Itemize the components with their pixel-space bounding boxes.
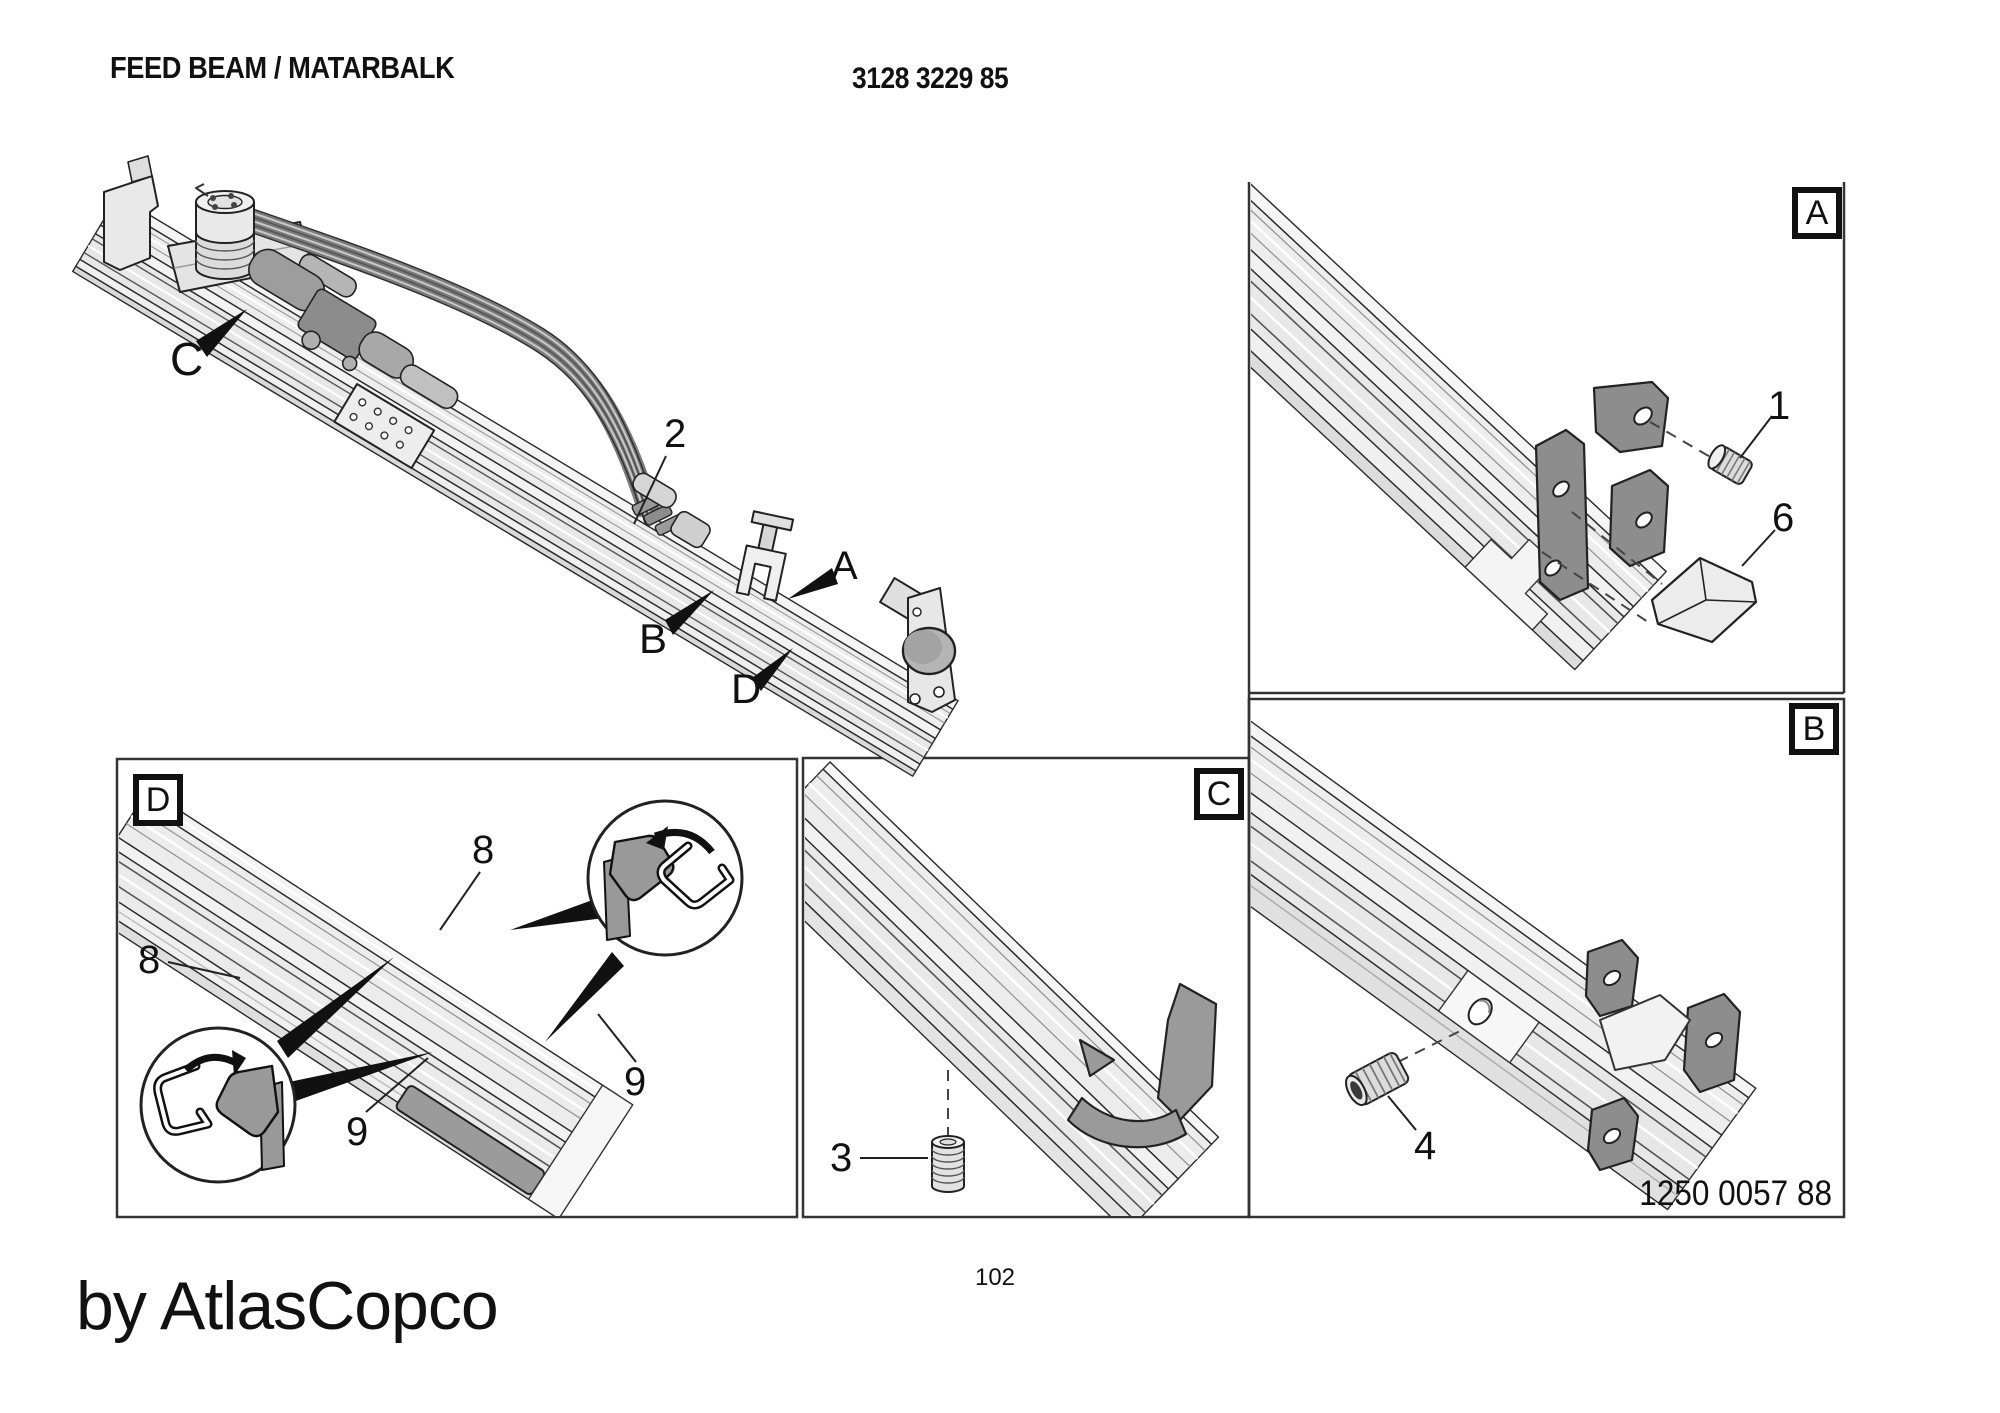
part-label-1: 1 xyxy=(1768,384,1791,428)
hose-clamp xyxy=(735,510,795,602)
part-6-wedge xyxy=(1650,556,1758,644)
tab-holes-a xyxy=(1544,406,1653,577)
page-title: FEED BEAM / MATARBALK xyxy=(110,50,455,85)
main-assembly-drawing xyxy=(71,155,959,777)
part-label-2: 2 xyxy=(664,412,687,456)
part-label-3: 3 xyxy=(830,1136,853,1180)
callout-c: C xyxy=(170,333,204,385)
detail-view-d xyxy=(119,789,744,1216)
part-label-8-top: 8 xyxy=(472,828,495,872)
part-4-stud xyxy=(1345,1052,1410,1107)
detail-view-a xyxy=(1251,180,1776,671)
callout-a: A xyxy=(831,544,858,588)
view-label-box-b: B xyxy=(1789,703,1839,755)
carriage-rollers xyxy=(632,472,711,549)
view-label-box-a: A xyxy=(1792,187,1842,239)
detail-view-c xyxy=(805,761,1220,1216)
pulley-drum xyxy=(195,183,255,280)
detail-view-b xyxy=(1251,711,1757,1211)
panel-borders xyxy=(115,182,1846,1219)
clip-inset-bottom xyxy=(139,1026,297,1184)
page-number: 102 xyxy=(974,1264,1016,1291)
motor-assembly xyxy=(248,248,459,410)
tab-holes-b xyxy=(1602,969,1724,1145)
callout-d: D xyxy=(731,665,762,712)
drawing-number: 1250 0057 88 xyxy=(1639,1174,1832,1213)
part-1-set-screw xyxy=(1707,444,1753,485)
end-bracket xyxy=(879,577,957,713)
document-number: 3128 3229 85 xyxy=(852,62,1009,95)
callout-arrows xyxy=(196,309,838,691)
part-label-9-bottom: 9 xyxy=(346,1110,369,1154)
part-3-plug xyxy=(931,1135,965,1193)
clip-inset-top xyxy=(586,799,744,957)
part-label-8-left: 8 xyxy=(138,938,161,982)
view-label-box-d: D xyxy=(133,774,183,826)
view-label-box-c: C xyxy=(1194,768,1244,820)
part-label-6: 6 xyxy=(1772,496,1795,540)
callout-b: B xyxy=(639,615,668,662)
byline: by AtlasCopco xyxy=(76,1268,499,1344)
part-label-4: 4 xyxy=(1414,1124,1437,1168)
bolt-plate xyxy=(333,383,436,470)
corner-strip-c xyxy=(1066,982,1218,1149)
part-label-9-right: 9 xyxy=(624,1060,647,1104)
detail-d-arrows xyxy=(277,898,624,1102)
